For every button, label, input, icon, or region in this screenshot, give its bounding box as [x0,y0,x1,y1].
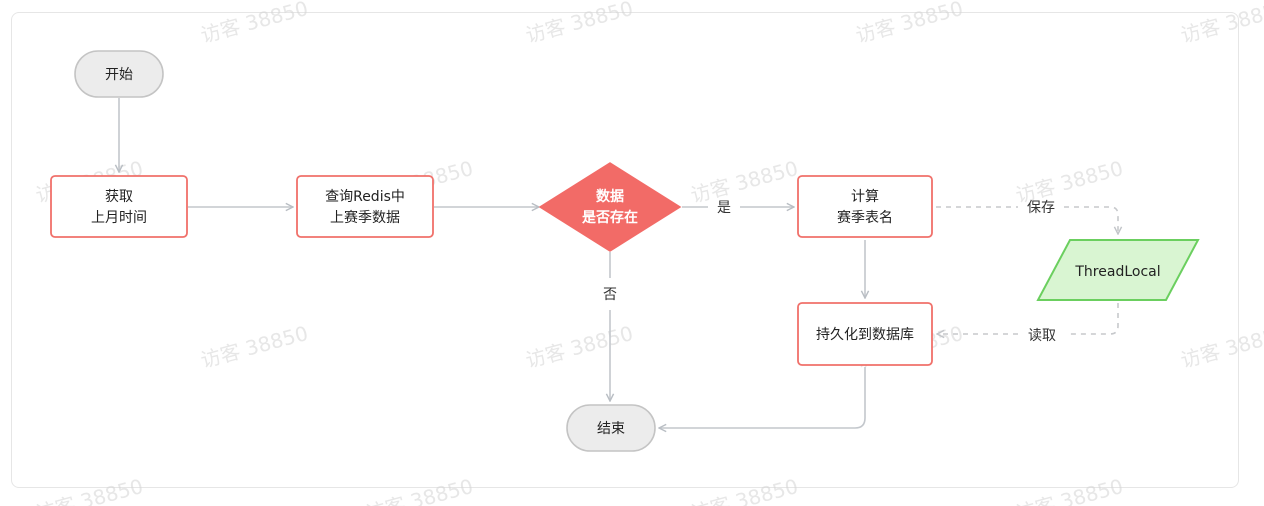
edge-persist-to-end [659,367,866,428]
query-redis-node-shape [296,175,434,238]
query-redis-label-line1: 查询Redis中 [325,189,405,205]
watermark-1: 访客 38850 [198,0,310,48]
start-node-label: 开始 [105,67,133,83]
edge-label-save: 保存 [1027,200,1055,216]
watermark-10: 访客 38850 [523,321,635,373]
get-month-label-line1: 获取 [105,189,133,205]
thread-local-node: ThreadLocal [1036,239,1200,301]
persist-label: 持久化到数据库 [816,327,914,343]
get-month-label-line2: 上月时间 [91,210,147,226]
start-node-shape [74,50,164,98]
compute-label-line1: 计算 [851,189,879,205]
persist-node-shape [797,302,933,366]
watermark-15: 访客 38850 [688,474,800,506]
compute-node: 计算 赛季表名 [797,175,933,238]
watermark-3: 访客 38850 [853,0,965,48]
decision-node-shape [538,162,682,252]
watermark-16: 访客 38850 [1013,474,1125,506]
watermark-9: 访客 38850 [198,321,310,373]
end-node-shape [566,404,656,452]
thread-local-label: ThreadLocal [1074,264,1160,280]
decision-label-line2: 是否存在 [582,209,638,226]
watermark-7: 访客 38850 [688,156,800,208]
query-redis-label-line2: 上赛季数据 [330,210,400,226]
thread-local-node-shape [1036,239,1200,301]
persist-node: 持久化到数据库 [797,302,933,366]
decision-node: 数据 是否存在 [538,162,682,252]
watermark-2: 访客 38850 [523,0,635,48]
edge-label-read: 读取 [1028,327,1056,344]
start-node: 开始 [74,50,164,98]
get-month-node-shape [50,175,188,238]
compute-label-line2: 赛季表名 [837,210,893,226]
watermark-13: 访客 38850 [33,474,145,506]
edge-save-right-segment [1064,206,1118,234]
edge-read-right-segment [1066,303,1119,335]
dashed-edges [936,206,1119,335]
decision-label-line1: 数据 [596,188,624,205]
end-node: 结束 [566,404,656,452]
watermark-14: 访客 38850 [363,474,475,506]
query-redis-node: 查询Redis中 上赛季数据 [296,175,434,238]
compute-node-shape [797,175,933,238]
watermark-4: 访客 38850 [1178,0,1264,48]
edges [119,98,865,428]
watermark-12: 访客 38850 [1178,321,1264,373]
end-node-label: 结束 [597,421,625,437]
edge-label-yes: 是 [717,200,731,216]
get-month-node: 获取 上月时间 [50,175,188,238]
edge-label-no: 否 [603,287,617,303]
